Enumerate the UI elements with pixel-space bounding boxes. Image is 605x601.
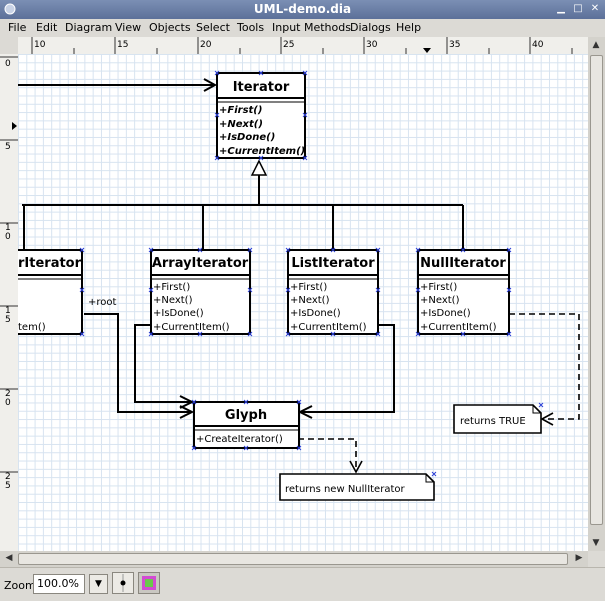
snap-grid-icon bbox=[120, 574, 126, 592]
horizontal-scroll-thumb[interactable] bbox=[18, 553, 568, 565]
window-title: UML-demo.dia bbox=[253, 2, 352, 16]
ruler-v-label: 2 bbox=[5, 389, 11, 399]
menu-dialogs[interactable]: Dialogs bbox=[350, 21, 391, 34]
class-operation: +Next() bbox=[153, 295, 193, 306]
class-array-iterator[interactable]: ArrayIterator +First() +Next() +IsDone()… bbox=[150, 249, 251, 335]
menu-objects[interactable]: Objects bbox=[149, 21, 191, 34]
class-name: ListIterator bbox=[291, 256, 375, 271]
note-returns-true[interactable]: returns TRUE bbox=[453, 404, 542, 434]
note-returns-null-iterator[interactable]: returns new NullIterator bbox=[279, 473, 435, 501]
class-operation: +Next() bbox=[290, 295, 330, 306]
scroll-left-icon[interactable]: ◀ bbox=[5, 553, 13, 563]
zoom-dropdown-icon[interactable]: ▼ bbox=[89, 574, 108, 594]
ruler-v-label: 5 bbox=[5, 142, 11, 152]
association-label: +root bbox=[88, 297, 117, 308]
toggle-objects-button[interactable] bbox=[138, 572, 160, 594]
connection-points bbox=[79, 70, 544, 477]
vertical-ruler: 0 5 1 0 1 5 2 0 2 5 bbox=[0, 54, 19, 551]
uml-diagram[interactable]: Iterator +First() +Next() +IsDone() +Cur… bbox=[18, 54, 588, 551]
menu-view[interactable]: View bbox=[115, 21, 142, 34]
ruler-v-label: 2 bbox=[5, 472, 11, 482]
class-operation: +First() bbox=[153, 282, 190, 293]
class-glyph[interactable]: Glyph +CreateIterator() bbox=[193, 401, 300, 449]
vertical-scrollbar[interactable]: ▲ ▼ bbox=[588, 37, 605, 551]
close-icon[interactable]: ✕ bbox=[590, 3, 600, 14]
class-operation: +Next() bbox=[219, 119, 263, 130]
class-operation: +IsDone() bbox=[290, 308, 341, 319]
status-bar: Zoom 100.0% ▼ bbox=[0, 567, 605, 601]
ruler-h-label: 25 bbox=[283, 40, 294, 50]
ruler-h-label: 40 bbox=[532, 40, 544, 50]
ruler-pointer-icon bbox=[12, 122, 17, 130]
class-name: rIterator bbox=[18, 256, 82, 271]
ruler-h-label: 10 bbox=[34, 40, 46, 50]
ruler-v-label: 0 bbox=[5, 232, 11, 242]
title-bar: UML-demo.dia ▁ □ ✕ bbox=[0, 0, 605, 19]
class-iterator[interactable]: Iterator +First() +Next() +IsDone() +Cur… bbox=[216, 72, 306, 159]
class-operation: +CurrentItem() bbox=[219, 146, 305, 157]
ruler-pointer-icon bbox=[423, 48, 431, 53]
class-operation: +First() bbox=[420, 282, 457, 293]
class-name: Glyph bbox=[225, 408, 267, 423]
ruler-v-label: 5 bbox=[5, 315, 11, 325]
class-name: NullIterator bbox=[420, 256, 506, 271]
class-operation: +First() bbox=[219, 105, 262, 116]
window-menu-icon[interactable] bbox=[3, 2, 17, 16]
scroll-right-icon[interactable]: ▶ bbox=[575, 553, 583, 563]
ruler-h-label: 35 bbox=[449, 40, 460, 50]
menu-edit[interactable]: Edit bbox=[36, 21, 58, 34]
class-null-iterator[interactable]: NullIterator +First() +Next() +IsDone() … bbox=[417, 249, 510, 335]
ruler-v-label: 0 bbox=[5, 398, 11, 408]
ruler-h-label: 30 bbox=[366, 40, 378, 50]
class-operation: +IsDone() bbox=[153, 308, 204, 319]
scrollbar-corner bbox=[588, 551, 605, 567]
inheritance-arrow[interactable] bbox=[250, 159, 268, 176]
diagram-canvas[interactable]: Iterator +First() +Next() +IsDone() +Cur… bbox=[18, 54, 588, 551]
class-operation: +CurrentItem() bbox=[420, 322, 497, 333]
ruler-corner bbox=[0, 37, 18, 54]
class-name: Iterator bbox=[233, 80, 290, 95]
menu-tools[interactable]: Tools bbox=[237, 21, 265, 34]
menu-diagram[interactable]: Diagram bbox=[65, 21, 113, 34]
ruler-v-label: 0 bbox=[5, 59, 11, 69]
class-operation: +IsDone() bbox=[219, 132, 275, 143]
class-operation: +CurrentItem() bbox=[153, 322, 230, 333]
class-operation: +CurrentItem() bbox=[290, 322, 367, 333]
class-name: ArrayIterator bbox=[152, 256, 249, 271]
note-text: returns new NullIterator bbox=[285, 484, 405, 495]
menu-input-methods[interactable]: Input Methods bbox=[272, 21, 351, 34]
class-operation: tem() bbox=[18, 322, 46, 333]
minimize-icon[interactable]: ▁ bbox=[557, 3, 565, 14]
maximize-icon[interactable]: □ bbox=[573, 3, 583, 14]
scroll-down-icon[interactable]: ▼ bbox=[592, 538, 600, 548]
horizontal-ruler: 10 15 20 25 30 35 40 bbox=[18, 37, 588, 55]
class-operation: +CreateIterator() bbox=[196, 434, 283, 445]
scroll-up-icon[interactable]: ▲ bbox=[592, 40, 600, 50]
zoom-input[interactable]: 100.0% bbox=[33, 574, 85, 594]
ruler-v-label: 1 bbox=[5, 306, 11, 316]
class-operation: +First() bbox=[290, 282, 327, 293]
menu-select[interactable]: Select bbox=[196, 21, 230, 34]
vertical-scroll-thumb[interactable] bbox=[590, 55, 603, 525]
ruler-v-label: 1 bbox=[5, 223, 11, 233]
ruler-h-label: 15 bbox=[117, 40, 128, 50]
snap-to-grid-button[interactable] bbox=[112, 572, 134, 594]
menu-file[interactable]: File bbox=[8, 21, 27, 34]
menu-help[interactable]: Help bbox=[396, 21, 422, 34]
horizontal-scrollbar[interactable]: ◀ ▶ bbox=[0, 551, 588, 567]
note-text: returns TRUE bbox=[460, 416, 526, 427]
menu-bar: File Edit Diagram View Objects Select To… bbox=[0, 19, 605, 38]
class-operation: +Next() bbox=[420, 295, 460, 306]
ruler-h-label: 20 bbox=[200, 40, 212, 50]
ruler-v-label: 5 bbox=[5, 481, 11, 491]
class-partial-iterator[interactable]: rIterator tem() bbox=[18, 249, 83, 335]
class-list-iterator[interactable]: ListIterator +First() +Next() +IsDone() … bbox=[287, 249, 379, 335]
zoom-label: Zoom bbox=[4, 579, 36, 592]
class-operation: +IsDone() bbox=[420, 308, 471, 319]
toggle-objects-icon bbox=[142, 576, 156, 590]
